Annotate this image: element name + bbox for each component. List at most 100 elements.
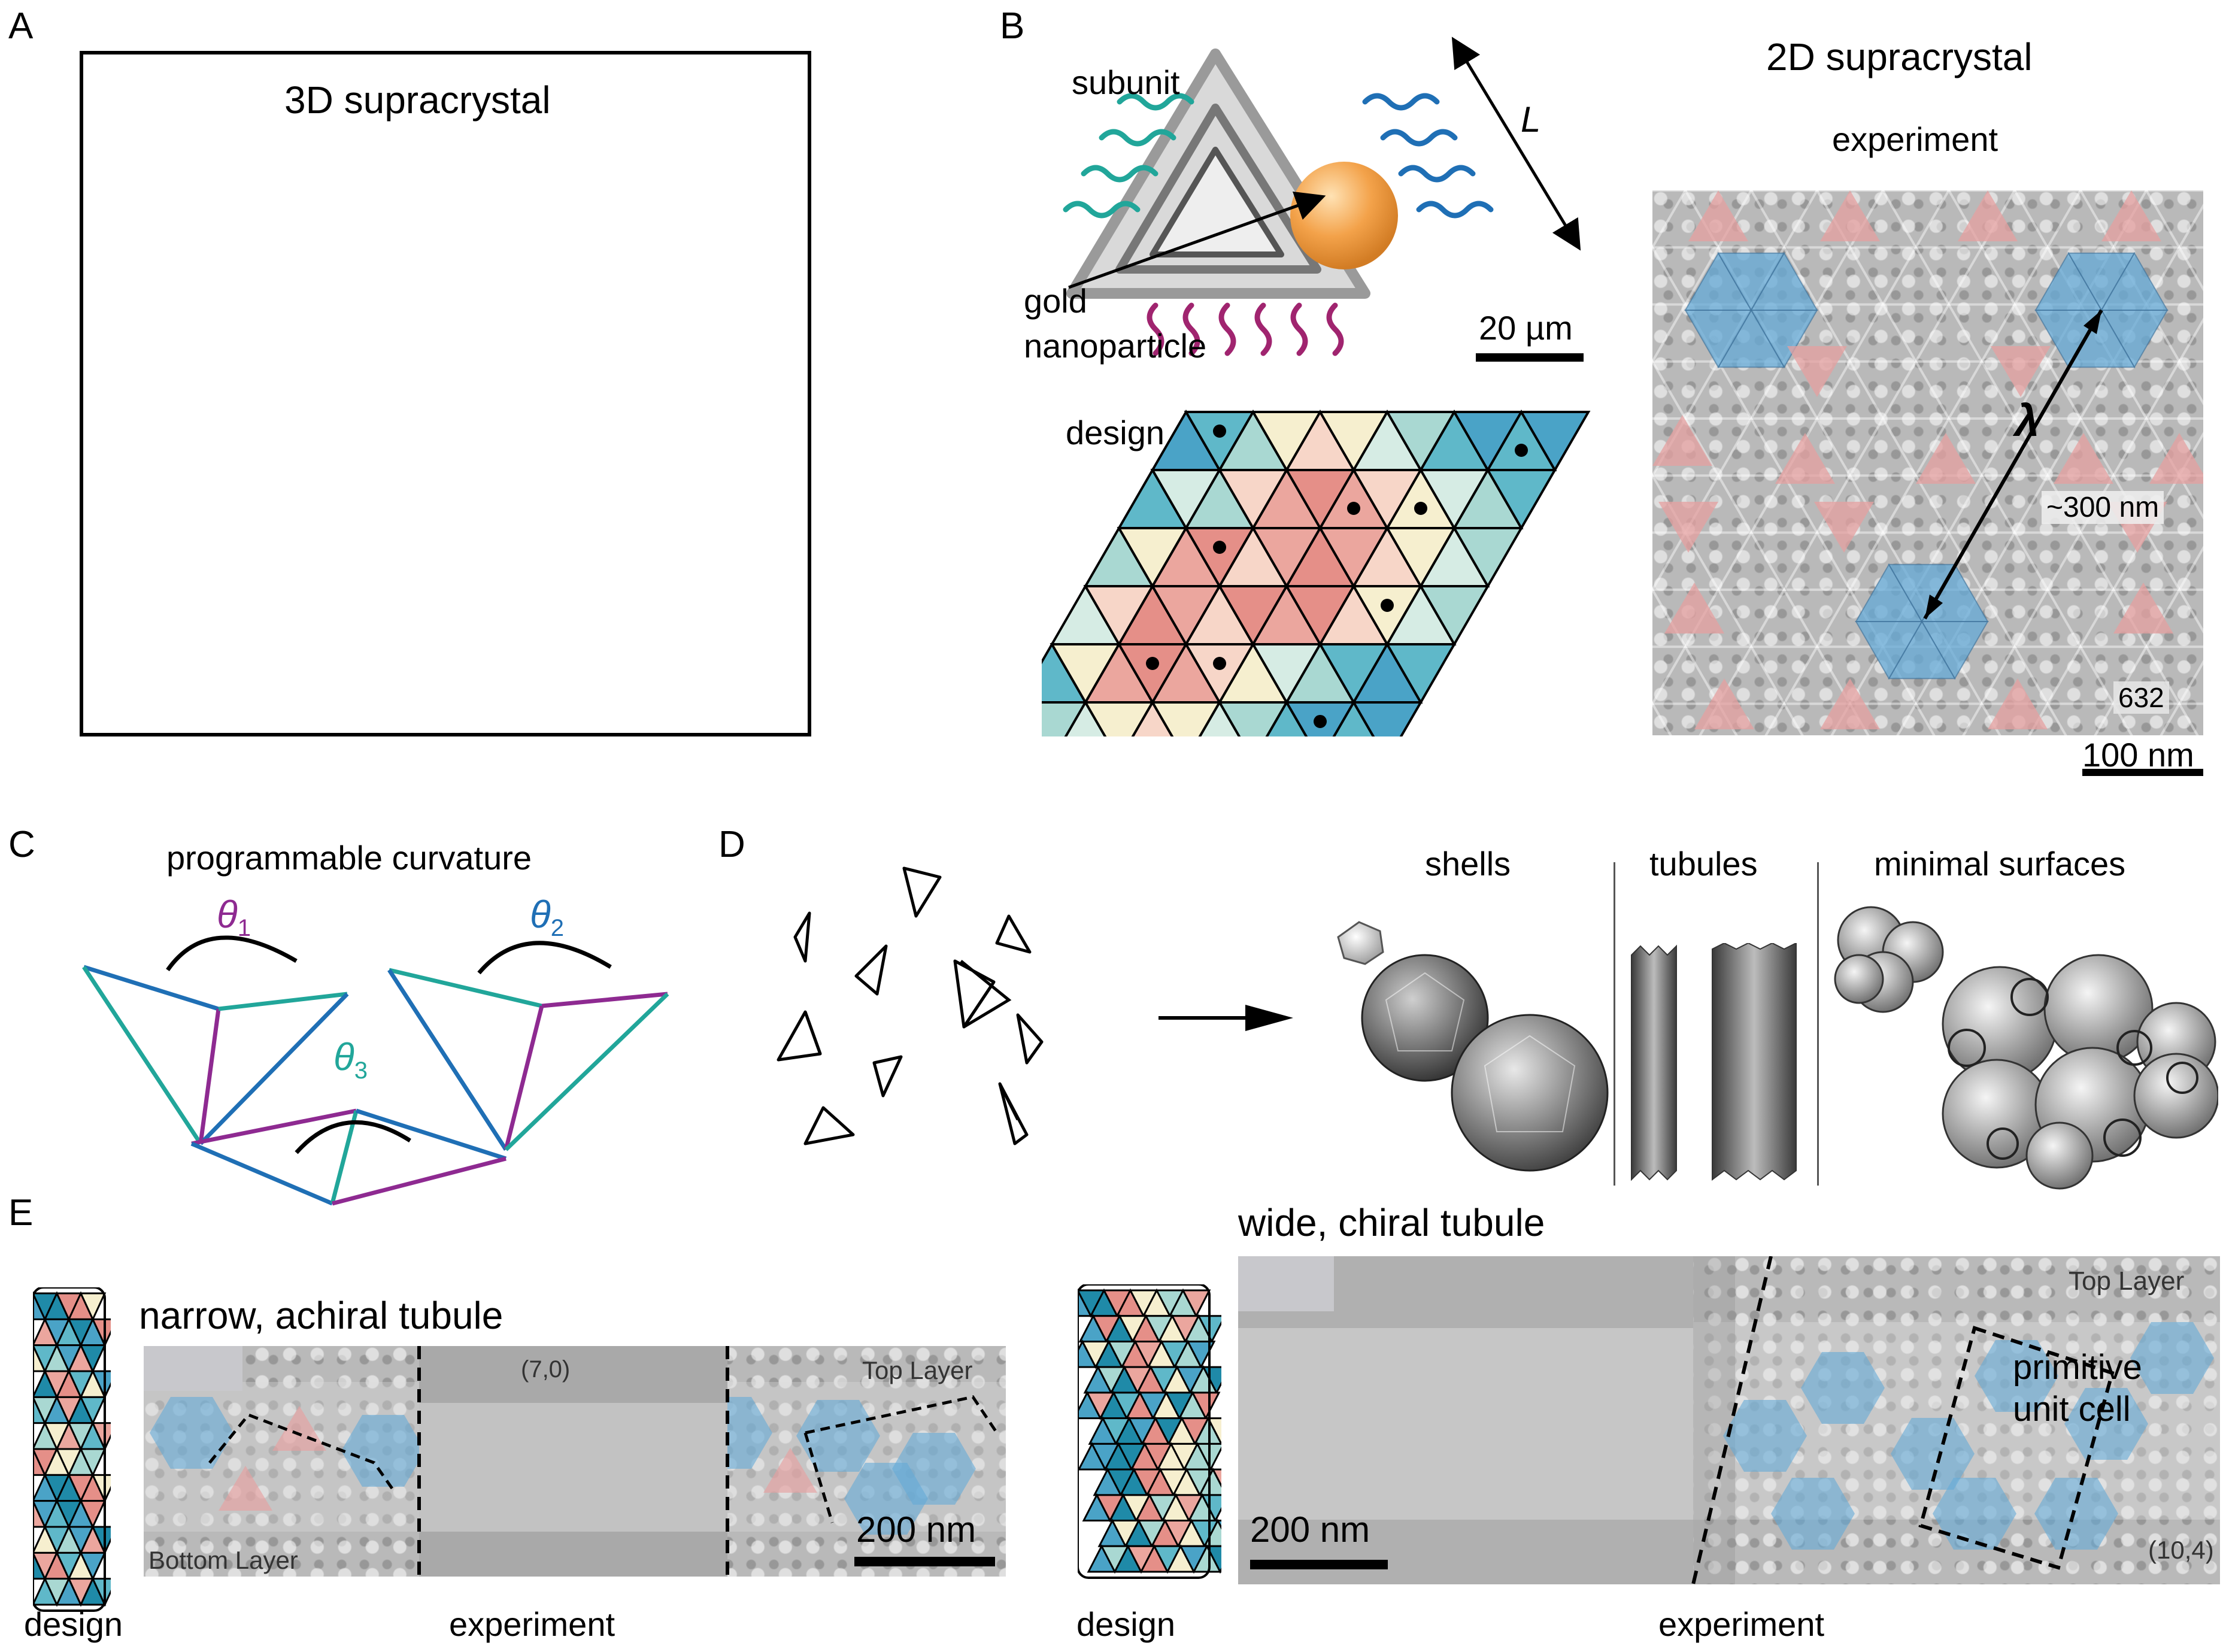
red-triangle bbox=[2149, 433, 2203, 484]
em-lattice-tile bbox=[1881, 359, 1951, 420]
large-shell bbox=[1451, 1014, 1609, 1172]
em-lattice-tile bbox=[1683, 359, 1754, 420]
curvature-diagram bbox=[82, 935, 669, 1206]
em-lattice-tile bbox=[1652, 587, 1688, 648]
medium-shell bbox=[1361, 954, 1489, 1082]
em-blue-hex bbox=[844, 1463, 928, 1535]
b-arrows bbox=[1068, 37, 1581, 289]
em-blue-hex bbox=[150, 1397, 233, 1469]
tubule-tile bbox=[1186, 1340, 1216, 1369]
red-triangle bbox=[1775, 433, 1835, 484]
tubule-tile bbox=[79, 1396, 107, 1426]
design-label: design bbox=[1066, 414, 1165, 451]
primitive-unit-cell-outline bbox=[1918, 1326, 2115, 1570]
em-lattice-tile bbox=[1716, 416, 1787, 477]
particle-pointer-arrow bbox=[1068, 191, 1326, 289]
category-shells: shells bbox=[1425, 845, 1511, 883]
wide-tubule-model bbox=[1712, 943, 1797, 1181]
red-triangle bbox=[1916, 433, 1976, 484]
wide-experiment-label: experiment bbox=[1658, 1605, 1825, 1643]
em-lattice-tile bbox=[2177, 203, 2203, 249]
narrow-tubule-model bbox=[1631, 944, 1677, 1181]
nanoparticle-dot bbox=[1414, 502, 1427, 516]
lambda-label: λ bbox=[2015, 396, 2040, 445]
red-triangle bbox=[2113, 583, 2173, 633]
narrow-tubule-title: narrow, achiral tubule bbox=[139, 1294, 504, 1337]
tubule-tile bbox=[79, 1500, 107, 1529]
design-tile bbox=[1452, 526, 1524, 589]
narrow-scale-bar bbox=[854, 1557, 995, 1566]
supracrystal-3d-frame bbox=[80, 51, 811, 736]
tubule-tile bbox=[79, 1448, 107, 1477]
free-subunits bbox=[777, 866, 1044, 1145]
wide-cell-label-2: unit cell bbox=[2013, 1390, 2131, 1429]
em-lattice-tile bbox=[2177, 432, 2203, 477]
subunit-scale-bar bbox=[1476, 353, 1584, 362]
em-lattice-tile bbox=[2045, 190, 2116, 249]
em-lattice-tile bbox=[1946, 359, 2017, 420]
wide-top-layer: Top Layer bbox=[2069, 1266, 2185, 1296]
em-lattice-tile bbox=[2144, 245, 2203, 306]
panel-a-title: 3D supracrystal bbox=[284, 78, 551, 122]
gold-nanoparticle-icon bbox=[1290, 162, 1398, 269]
tubule-tile bbox=[1206, 1417, 1221, 1446]
narrow-chiral-index: (7,0) bbox=[521, 1356, 571, 1383]
panel-letter-d: D bbox=[718, 824, 745, 865]
purple-strands bbox=[1147, 302, 1344, 356]
em-lattice-tile bbox=[1913, 190, 1984, 249]
em-blue-hex bbox=[1771, 1478, 1855, 1550]
theta-1-label: θ1 bbox=[217, 893, 251, 941]
em-blue-hex bbox=[1723, 1400, 1807, 1472]
em-blue-hex bbox=[1891, 1418, 1975, 1490]
em-lattice-tile bbox=[1749, 587, 1819, 648]
wide-design-label: design bbox=[1076, 1605, 1176, 1643]
em-lattice-tile bbox=[1749, 359, 1819, 420]
narrow-experiment-label: experiment bbox=[449, 1605, 615, 1643]
narrow-bottom-layer: Bottom Layer bbox=[148, 1546, 298, 1574]
panel-b-title: 2D supracrystal bbox=[1766, 35, 2033, 78]
em-lattice-tile bbox=[1848, 302, 1918, 363]
em-lattice-tile bbox=[2160, 701, 2199, 735]
blue-hexagon bbox=[1684, 251, 1818, 369]
em-red-tri bbox=[763, 1448, 817, 1493]
narrow-tubule-design bbox=[33, 1287, 111, 1612]
em-lattice-tile bbox=[1815, 359, 1885, 420]
design-tile bbox=[1519, 411, 1591, 472]
em-scale-label: 100 nm bbox=[2082, 736, 2194, 774]
design-lattice bbox=[1042, 410, 1591, 736]
small-gyroid bbox=[1834, 906, 1944, 1013]
panel-letter-c: C bbox=[8, 824, 35, 865]
nanoparticle-dot bbox=[1213, 656, 1226, 670]
tubule-tile bbox=[1181, 1289, 1211, 1318]
wide-tubule-title: wide, chiral tubule bbox=[1238, 1201, 1545, 1244]
em-lattice-tile bbox=[1896, 701, 1936, 735]
em-lattice-tile bbox=[2012, 587, 2083, 648]
red-triangle bbox=[2101, 190, 2161, 241]
right-triangle-pair bbox=[387, 941, 669, 1151]
nanoparticle-label: nanoparticle bbox=[1024, 327, 1207, 365]
em-lattice-tile bbox=[2094, 701, 2133, 735]
em-lattice-tile bbox=[1946, 245, 2017, 306]
shell-structures bbox=[1337, 921, 1609, 1172]
red-triangle bbox=[1652, 415, 1712, 466]
design-tile bbox=[1418, 584, 1490, 647]
bottom-triangle-pair bbox=[190, 1108, 507, 1206]
em-lattice-tile bbox=[1652, 701, 1672, 735]
divider-tubules-surfaces bbox=[1817, 862, 1819, 1186]
length-arrow bbox=[1451, 37, 1581, 251]
tubule-tile bbox=[79, 1292, 107, 1321]
em-lattice-tile bbox=[1881, 473, 1951, 534]
red-triangle bbox=[1820, 190, 1880, 241]
design-tile bbox=[1351, 701, 1423, 736]
wide-chiral-index: (10,4) bbox=[2148, 1536, 2214, 1564]
wide-cell-label-1: primitive bbox=[2013, 1348, 2142, 1387]
tubule-tile bbox=[1216, 1520, 1221, 1530]
em-blue-hex bbox=[2034, 1478, 2118, 1550]
nanoparticle-dot bbox=[1213, 425, 1226, 438]
supracrystal-em-image bbox=[1652, 190, 2203, 735]
tubule-tile bbox=[1191, 1392, 1221, 1420]
em-scale-bar bbox=[2082, 769, 2203, 776]
em-lattice-tile bbox=[1979, 416, 2050, 477]
nanoparticle-dot bbox=[1347, 502, 1360, 516]
narrow-design-label: design bbox=[24, 1605, 123, 1643]
